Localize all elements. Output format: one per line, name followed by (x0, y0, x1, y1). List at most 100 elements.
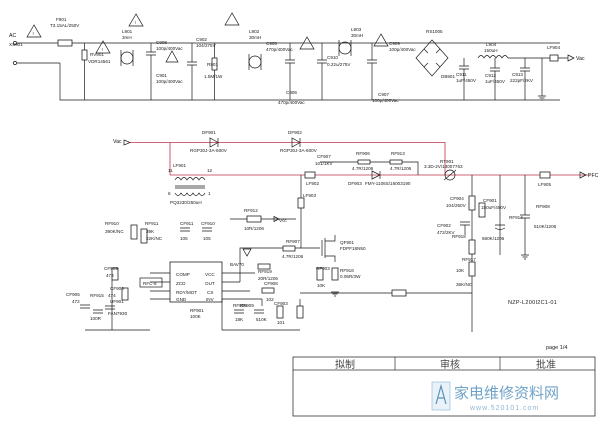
watermark-url: www.520101.com (469, 405, 539, 412)
choke-l902-core (248, 54, 262, 70)
c905-value: 470p/400Vac (266, 47, 293, 52)
resistor-rf917 (121, 287, 129, 301)
cf906-value: 100R (90, 316, 102, 321)
lf901-pin-12: 12 (207, 168, 213, 173)
lf901-core (175, 185, 205, 189)
cf907-value: 101/1KV (315, 161, 334, 166)
title-block-grid (293, 357, 595, 371)
title-draw: 拟制 (335, 358, 355, 371)
diode-df902 (291, 137, 301, 148)
watermark-logo-mark (435, 383, 447, 405)
rf913-ref: RF913 (391, 151, 405, 156)
resistor-rf910 (130, 224, 138, 240)
cap-c910 (317, 43, 327, 100)
cap-c902 (187, 43, 197, 100)
resistor-rf915 (261, 287, 275, 294)
ic-pin-zcd: ZCD (176, 281, 186, 286)
rf907-value: 4.7R/1206 (282, 254, 304, 259)
wire-gnd-return (85, 280, 150, 331)
lf901-value: PQ3230/250uH (170, 200, 202, 205)
lf901-pin-6: 6 (168, 191, 171, 196)
c911-value: 1uF/450V (456, 78, 477, 83)
resistor-rf903 (316, 267, 324, 281)
f901-ref: F901 (56, 17, 67, 22)
rf903-ref: RF903 (316, 266, 330, 271)
choke-l901 (120, 51, 134, 65)
cf910-value: 105 (203, 236, 211, 241)
resistor-rf911 (140, 228, 148, 244)
cf901-value: 680K/1206 (482, 236, 505, 241)
ground-icon (331, 291, 339, 297)
pfc-inductor-lf901 (174, 177, 206, 181)
emi-filter-section: AC XS901 F901 T3.15AL/250V ! ! RV901 VDR… (9, 12, 585, 105)
r901-value: 1.5M/1W (204, 74, 223, 79)
title-block: 拟制 审核 批准 (292, 356, 596, 417)
net-ac-label: AC (9, 33, 16, 39)
warning-triangle-icon (128, 13, 144, 27)
net-vcc-label: Vcc (279, 218, 287, 223)
cf903-value: 18K (235, 317, 244, 322)
qf901-value: FDPF18N50 (340, 246, 366, 251)
lf905-ref: LF905 (538, 182, 551, 187)
warning-triangle-icon (373, 33, 389, 47)
rf902-ref: CF904 (450, 196, 464, 201)
cap-c905 (285, 43, 295, 100)
lf901-pin-1: 1 (208, 191, 211, 196)
c909-value: 100p/400Vac (389, 47, 416, 52)
lf902-ref: LF902 (306, 181, 319, 186)
resistor-rf912 (246, 215, 262, 223)
resistor-rf918 (111, 267, 119, 281)
df902-value: RGP30J-3A-600V (280, 148, 318, 153)
c912-value: 1uF/450V (485, 79, 506, 84)
warning-triangle-icon (95, 40, 111, 54)
rf904-value: 150uF/450V (481, 205, 507, 210)
rf902-value: 104/250V (446, 203, 467, 208)
resistor-rf914 (468, 239, 476, 255)
pfc-power-stage: Vac DF901 RGP30J-3A-600V DF902 RGP30J-3A… (113, 130, 599, 332)
wire-top-rail (17, 42, 190, 64)
rf916-value: 0.05R/3W (340, 274, 361, 279)
c902-value: 104/275V (196, 43, 217, 48)
resistor-rf902 (468, 195, 476, 211)
rf916-ref: RF916 (340, 268, 354, 273)
net-vac-input-label: Vac (113, 139, 122, 145)
l903-value: 30mH (351, 33, 363, 38)
uf901-value: 100K (190, 314, 202, 319)
rf908-value: 36K/NC (456, 282, 473, 287)
c906-ref: C906 (286, 90, 297, 95)
cf903-ref: RF905 (233, 303, 247, 308)
l901-ref: L901 (122, 29, 133, 34)
wire-inv-network (221, 292, 325, 331)
cf908-ref: RF909 (240, 303, 254, 308)
l901-value: 3mH (122, 35, 132, 40)
rf918-ref: CF909 (104, 266, 118, 271)
ic-pin-rdy: RDY/MOT (176, 290, 197, 295)
diode-bav70 (242, 248, 252, 257)
l904-value: 150uH (484, 48, 498, 53)
net-pfc-label: PFC (588, 173, 599, 179)
cf902-ref: RF908 (536, 204, 550, 209)
c910-ref: C910 (327, 55, 338, 60)
qf901-ref: QF901 (340, 240, 354, 245)
wire-output-branches (471, 175, 526, 332)
c901-ref: C901 (156, 73, 167, 78)
c911-ref: C911 (456, 72, 467, 77)
cf902-value: 510K/1206 (534, 224, 557, 229)
cf904-value: 472/2KV (437, 230, 456, 235)
ac-terminal-l (13, 41, 17, 45)
warning-triangle-icon (165, 50, 179, 63)
ic-pin-cs: CS (207, 290, 213, 295)
watermark: 家电维修资料网 www.520101.com (431, 381, 559, 412)
ic-pin-vcc: VCC (205, 272, 215, 277)
rf915-value: 102 (266, 297, 274, 302)
wire-ic-left-pins (150, 272, 170, 300)
rf907-ref: RF907 (286, 239, 300, 244)
controller-ic-uf901 (169, 261, 223, 303)
lf903-ref: LF903 (303, 193, 316, 198)
watermark-text: 家电维修资料网 (454, 384, 559, 402)
rf903-value: 10K (317, 283, 326, 288)
c912-ref: C912 (485, 73, 496, 78)
cap-cf905 (105, 305, 115, 310)
cap-cf903 (234, 309, 244, 314)
